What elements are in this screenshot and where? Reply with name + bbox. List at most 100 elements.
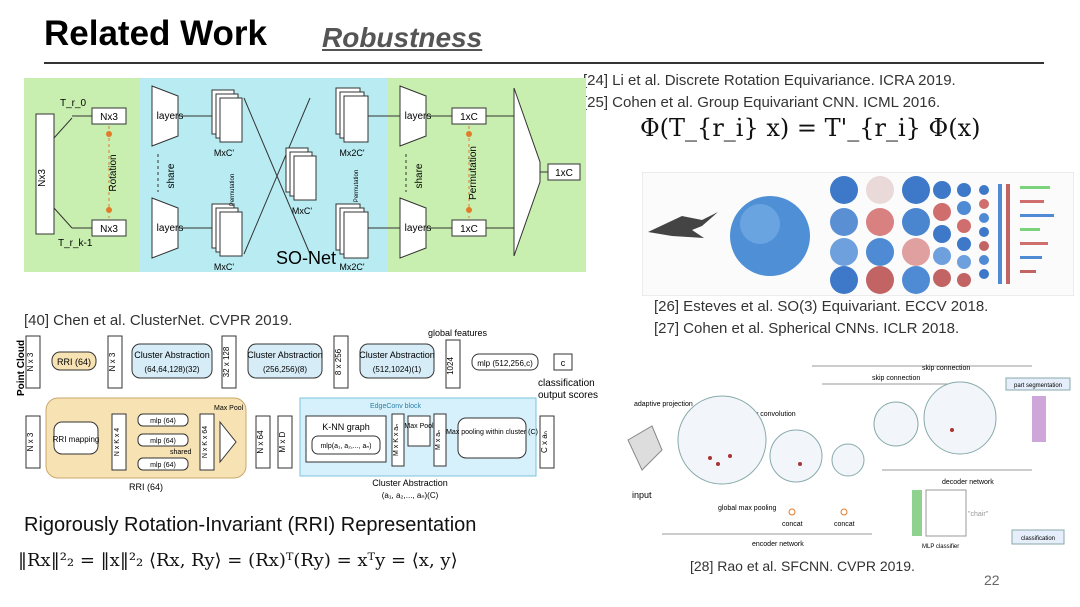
svg-text:N x 3: N x 3: [108, 352, 117, 371]
svg-text:mlp (64): mlp (64): [150, 418, 176, 425]
sonet-layers-top: [151, 85, 179, 147]
sonet-trk: T_r_k-1: [58, 238, 93, 249]
svg-text:classification: classification: [538, 378, 595, 389]
rri-heading: Rigorously Rotation-Invariant (RRI) Repr…: [24, 514, 477, 536]
reference-24: [24] Li et al. Discrete Rotation Equivar…: [583, 72, 956, 89]
sfcnn-diagram: skip connection skip connection adaptive…: [622, 360, 1074, 550]
sonet-branch-top-label: Nx3: [100, 112, 118, 123]
svg-text:classification: classification: [1021, 536, 1055, 542]
svg-text:N x 64: N x 64: [256, 430, 265, 454]
sonet-mxc-bottom-label: MxC': [214, 262, 234, 272]
svg-text:K-NN graph: K-NN graph: [322, 422, 370, 432]
svg-text:8 x 256: 8 x 256: [334, 348, 343, 375]
sonet-mx2c-bottom: [343, 211, 369, 259]
svg-text:mlp (512,256,c): mlp (512,256,c): [477, 359, 533, 368]
svg-text:Cluster Abstraction: Cluster Abstraction: [359, 350, 435, 360]
title-divider: [44, 62, 1044, 64]
svg-text:(256,256)(8): (256,256)(8): [263, 365, 307, 374]
cn-point-cloud: Point Cloud: [16, 340, 27, 396]
svg-text:N x K x 4: N x K x 4: [114, 428, 121, 457]
svg-text:layers: layers: [405, 111, 432, 122]
cn-cluster2: [247, 343, 323, 379]
svg-text:Max pooling within cluster (C): Max pooling within cluster (C): [446, 429, 538, 436]
svg-text:MLP classifier: MLP classifier: [922, 544, 959, 550]
sonet-permutation-label: Permutation: [468, 146, 479, 200]
svg-text:output scores: output scores: [538, 390, 598, 401]
svg-text:input: input: [632, 490, 652, 500]
svg-text:Max Pool: Max Pool: [404, 423, 434, 430]
rri-formula: ‖Rx‖²₂ = ‖x‖²₂ ⟨Rx, Ry⟩ = (Rx)ᵀ(Ry) = xᵀ…: [18, 550, 458, 571]
sonet-final-out: [547, 163, 581, 181]
sonet-mxc-center: [293, 155, 317, 201]
svg-text:Permutation: Permutation: [354, 170, 360, 202]
svg-text:adaptive projection: adaptive projection: [634, 401, 693, 408]
svg-text:mlp (64): mlp (64): [150, 438, 176, 445]
cn-cluster3: [359, 343, 435, 379]
page-number: 22: [984, 572, 1000, 588]
svg-text:skip connection: skip connection: [872, 375, 920, 382]
sonet-mx2c-top: [343, 95, 369, 143]
svg-text:symmetry convolution: symmetry convolution: [728, 411, 796, 418]
svg-text:32 x 128: 32 x 128: [222, 346, 231, 377]
sfcnn-sphere-5: [923, 381, 997, 455]
equivariance-formula: Φ(T_{r_i} x) = T'_{r_i} Φ(x): [640, 114, 981, 142]
svg-text:RRI (64): RRI (64): [129, 482, 163, 492]
svg-text:1024: 1024: [446, 357, 455, 375]
svg-text:mlp(a₁, a₂,..., aₙ): mlp(a₁, a₂,..., aₙ): [320, 443, 371, 450]
slide-subtitle: Robustness: [322, 22, 483, 53]
svg-text:(64,64,128)(32): (64,64,128)(32): [144, 365, 199, 374]
airplane-icon: [648, 212, 718, 238]
svg-text:1xC: 1xC: [460, 112, 478, 123]
cn-rri64-box: [51, 351, 97, 371]
svg-text:(512,1024)(1): (512,1024)(1): [373, 365, 422, 374]
reference-28: [28] Rao et al. SFCNN. CVPR 2019.: [690, 558, 915, 574]
sonet-layers-bottom-right: [399, 197, 427, 259]
sonet-mxc-bottom: [219, 211, 243, 257]
svg-text:EdgeConv block: EdgeConv block: [370, 403, 421, 410]
sfcnn-sphere-2: [769, 429, 823, 483]
sonet-mx2c-top-label: Mx2C': [339, 148, 365, 158]
part-seg-chair-icon: [1032, 396, 1046, 442]
svg-text:N x K x 64: N x K x 64: [202, 426, 209, 458]
slide-title: Related Work: [44, 14, 268, 53]
svg-text:C x aₙ: C x aₙ: [540, 431, 549, 453]
sfcnn-sphere-3: [831, 443, 865, 477]
svg-text:(a₁, a₂,..., aₙ)(C): (a₁, a₂,..., aₙ)(C): [382, 491, 439, 500]
sonet-mx2c-bottom-label: Mx2C': [339, 262, 365, 272]
sonet-mxc-top-label: MxC': [214, 148, 234, 158]
clusternet-diagram: Point Cloud N x 3 RRI (64) N x 3 Cluster…: [16, 328, 598, 500]
svg-text:concat: concat: [834, 521, 855, 528]
svg-text:M x aₙ: M x aₙ: [435, 430, 442, 450]
sonet-input-label: Nx3: [37, 169, 48, 187]
svg-text:mlp (64): mlp (64): [150, 462, 176, 469]
sfcnn-sphere-4: [873, 401, 919, 447]
reference-40: [40] Chen et al. ClusterNet. CVPR 2019.: [24, 312, 293, 329]
svg-text:M x K x aₙ: M x K x aₙ: [393, 424, 400, 456]
sonet-label: SO-Net: [276, 248, 336, 268]
spherical-figure: [642, 172, 1074, 296]
svg-text:M x D: M x D: [278, 431, 287, 452]
sonet-cross-2: [243, 97, 311, 255]
svg-text:Max Pool: Max Pool: [214, 405, 244, 412]
cn-cluster1: [131, 343, 213, 379]
svg-text:decoder network: decoder network: [942, 479, 994, 486]
reference-26: [26] Esteves et al. SO(3) Equivariant. E…: [654, 298, 989, 315]
sphere-grid: [830, 176, 1054, 294]
sonet-final-funnel: [513, 87, 541, 257]
svg-text:shared: shared: [170, 449, 192, 456]
cn-mlp-out: [471, 353, 539, 371]
sonet-rotation-label: Rotation: [108, 154, 119, 191]
sonet-layers-top-label: layers: [157, 111, 184, 122]
svg-text:concat: concat: [782, 521, 803, 528]
svg-text:layers: layers: [405, 223, 432, 234]
svg-text:global features: global features: [428, 328, 488, 338]
svg-text:Cluster Abstraction: Cluster Abstraction: [372, 478, 448, 488]
svg-text:RRI mapping: RRI mapping: [53, 435, 100, 444]
svg-text:1xC: 1xC: [555, 168, 573, 179]
svg-text:1xC: 1xC: [460, 224, 478, 235]
svg-text:N x 3: N x 3: [26, 432, 35, 451]
sonet-tr0: T_r_0: [60, 98, 87, 109]
svg-text:Cluster Abstraction: Cluster Abstraction: [247, 350, 323, 360]
sonet-share-label: share: [166, 163, 177, 188]
cn-rri-mapping: [53, 421, 99, 455]
